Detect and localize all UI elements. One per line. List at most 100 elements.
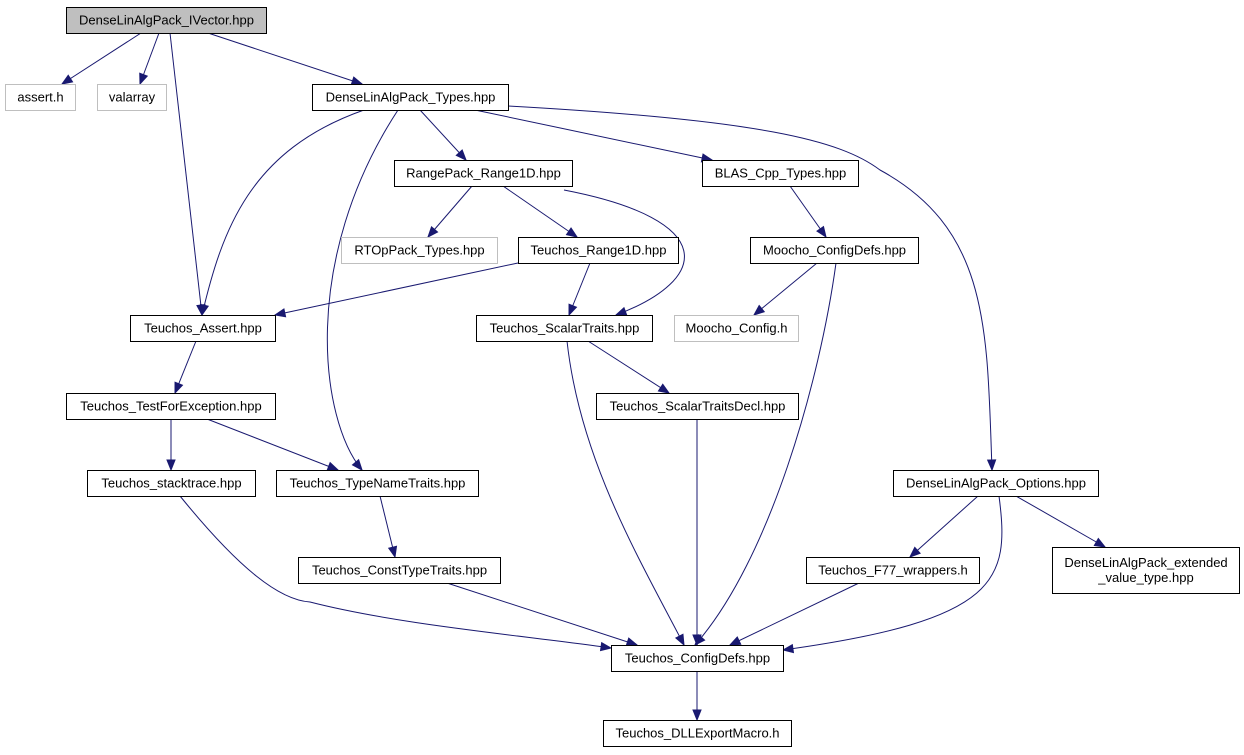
node-label: DenseLinAlgPack_Types.hpp: [326, 89, 496, 104]
edge-range1d-to-rtop: [427, 185, 473, 239]
arrowhead-icon: [387, 545, 398, 559]
edge-line: [507, 105, 993, 471]
node-t-scalardecl[interactable]: Teuchos_ScalarTraitsDecl.hpp: [596, 393, 799, 420]
node-t-assert[interactable]: Teuchos_Assert.hpp: [130, 315, 276, 342]
node-t-configdefs[interactable]: Teuchos_ConfigDefs.hpp: [611, 645, 784, 672]
node-box: [394, 160, 573, 187]
node-label: Moocho_Config.h: [686, 320, 788, 335]
node-label: Teuchos_ScalarTraits.hpp: [490, 320, 640, 335]
edge-t_scalar-to-t_scalardecl: [587, 340, 671, 394]
edge-line: [1015, 495, 1106, 548]
node-options[interactable]: DenseLinAlgPack_Options.hpp: [893, 470, 1099, 497]
node-box: [518, 237, 679, 264]
node-box: [476, 315, 653, 342]
edge-t_configdefs-to-t_dllexport: [692, 671, 702, 722]
edge-line: [694, 262, 837, 646]
node-label: valarray: [109, 89, 156, 104]
node-label: DenseLinAlgPack_Options.hpp: [906, 475, 1086, 490]
edge-line: [782, 495, 1003, 651]
node-label: RangePack_Range1D.hpp: [406, 165, 561, 180]
edge-ivector-to-valarray: [139, 32, 160, 86]
arrowhead-icon: [614, 306, 628, 316]
node-box: [87, 470, 256, 497]
node-t-f77[interactable]: Teuchos_F77_wrappers.h: [806, 557, 980, 584]
edge-options-to-t_f77: [908, 495, 979, 558]
arrowhead-icon: [568, 303, 578, 317]
node-rtop: RTOpPack_Types.hpp: [341, 237, 498, 264]
node-t-stack[interactable]: Teuchos_stacktrace.hpp: [87, 470, 256, 497]
node-extended[interactable]: DenseLinAlgPack_extended_value_type.hpp: [1052, 547, 1240, 594]
node-box: [674, 315, 799, 342]
edge-line: [207, 32, 363, 85]
node-t-scalar[interactable]: Teuchos_ScalarTraits.hpp: [476, 315, 653, 342]
node-box: [750, 237, 919, 264]
node-t-testexc[interactable]: Teuchos_TestForException.hpp: [66, 393, 276, 420]
edge-range1d-to-t_scalar: [563, 189, 685, 316]
node-box: [341, 237, 498, 264]
node-box: [5, 84, 76, 111]
edge-t_assert-to-t_testexc: [174, 340, 197, 395]
edge-line: [274, 262, 519, 316]
edge-line: [502, 185, 578, 238]
arrowhead-icon: [1093, 537, 1107, 548]
node-label: Teuchos_ConfigDefs.hpp: [625, 650, 770, 665]
edge-t_scalardecl-to-t_configdefs: [692, 419, 702, 647]
edge-line: [326, 109, 399, 471]
node-t-consttype[interactable]: Teuchos_ConstTypeTraits.hpp: [298, 557, 501, 584]
node-box: [276, 470, 479, 497]
arrowhead-icon: [692, 709, 702, 722]
edge-t_range1d-to-t_assert: [273, 262, 519, 318]
edge-layer: [60, 32, 1107, 722]
arrowhead-icon: [351, 458, 363, 472]
arrowhead-icon: [908, 546, 921, 558]
arrowhead-icon: [60, 74, 74, 85]
node-label: Teuchos_TypeNameTraits.hpp: [290, 475, 466, 490]
edge-t_testexc-to-t_stack: [166, 419, 176, 472]
edge-options-to-extended: [1015, 495, 1107, 548]
arrowhead-icon: [427, 225, 439, 239]
edge-options-to-t_configdefs: [781, 495, 1003, 654]
edge-t_consttype-to-t_configdefs: [446, 582, 639, 647]
node-types[interactable]: DenseLinAlgPack_Types.hpp: [312, 84, 509, 111]
edge-types-to-t_typename: [326, 109, 399, 472]
node-label: Teuchos_DLLExportMacro.h: [615, 725, 779, 740]
node-moocho-defs[interactable]: Moocho_ConfigDefs.hpp: [750, 237, 919, 264]
edge-moocho_defs-to-moocho_cfg: [752, 262, 818, 316]
edge-line: [909, 495, 979, 558]
node-box: [702, 160, 859, 187]
node-box: [893, 470, 1099, 497]
node-t-range1d[interactable]: Teuchos_Range1D.hpp: [518, 237, 679, 264]
node-t-dllexport[interactable]: Teuchos_DLLExportMacro.h: [603, 720, 792, 747]
node-label: Teuchos_Assert.hpp: [144, 320, 262, 335]
arrowhead-icon: [752, 304, 766, 316]
arrowhead-icon: [455, 149, 467, 161]
node-box: [603, 720, 792, 747]
node-blas[interactable]: BLAS_Cpp_Types.hpp: [702, 160, 859, 187]
node-box: [130, 315, 276, 342]
edge-line: [563, 189, 685, 316]
arrowhead-icon: [139, 72, 149, 86]
node-box: [298, 557, 501, 584]
edge-line: [753, 262, 818, 316]
node-label: Teuchos_F77_wrappers.h: [818, 562, 968, 577]
node-ivector[interactable]: DenseLinAlgPack_IVector.hpp: [66, 7, 267, 34]
node-box: [66, 7, 267, 34]
arrowhead-icon: [625, 637, 639, 647]
edge-t_stack-to-t_configdefs: [179, 495, 613, 652]
node-box: [66, 393, 276, 420]
node-label: Teuchos_ConstTypeTraits.hpp: [312, 562, 487, 577]
arrowhead-icon: [599, 641, 613, 652]
edge-ivector-to-types: [207, 32, 364, 86]
node-t-typename[interactable]: Teuchos_TypeNameTraits.hpp: [276, 470, 479, 497]
arrowhead-icon: [657, 383, 671, 394]
node-box: [1052, 547, 1240, 594]
node-range1d[interactable]: RangePack_Range1D.hpp: [394, 160, 573, 187]
edge-ivector-to-assert_h: [60, 32, 142, 85]
edge-blas-to-moocho_defs: [789, 185, 827, 239]
arrowhead-icon: [565, 227, 579, 238]
node-label: Teuchos_ScalarTraitsDecl.hpp: [610, 398, 786, 413]
arrowhead-icon: [166, 459, 176, 472]
edge-line: [566, 340, 685, 646]
edge-types-to-t_assert: [199, 109, 365, 317]
